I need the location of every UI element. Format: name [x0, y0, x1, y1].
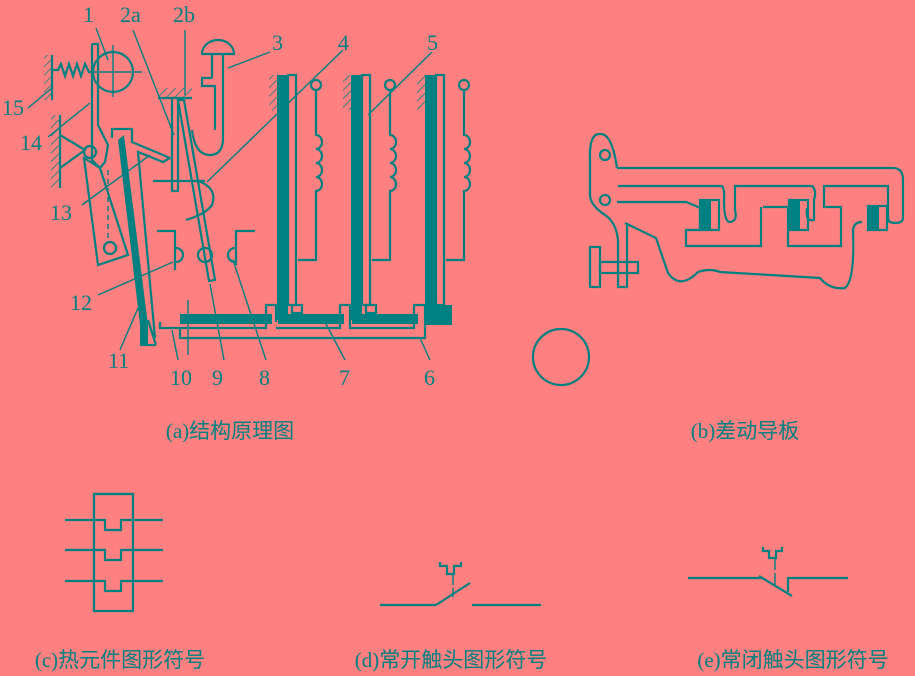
contact-2b [176, 98, 217, 283]
label-1: 1 [83, 2, 94, 27]
label-3: 3 [272, 30, 283, 55]
normally-open-contact-symbol [380, 562, 541, 607]
heating-element-symbol [65, 492, 163, 613]
heater-elements-5 [269, 73, 472, 325]
label-13: 13 [50, 200, 72, 225]
contact-8 [234, 229, 255, 265]
normally-closed-contact-symbol [688, 547, 848, 597]
label-5: 5 [427, 30, 438, 55]
label-9: 9 [212, 365, 223, 390]
leader-lines [27, 27, 433, 361]
label-2b: 2b [173, 2, 195, 27]
caption-a: (a)结构原理图 [166, 419, 294, 443]
label-8: 8 [259, 365, 270, 390]
reset-button-3 [190, 38, 236, 157]
round-part [531, 327, 591, 387]
adjusting-cam-4 [185, 179, 215, 222]
spring-15 [52, 60, 93, 80]
lever-14 [90, 42, 110, 170]
caption-e: (e)常闭触头图形符号 [697, 648, 888, 672]
caption-d: (d)常开触头图形符号 [355, 648, 548, 672]
bimetal-11 [118, 135, 148, 345]
label-15: 15 [2, 95, 24, 120]
label-12: 12 [70, 290, 92, 315]
contact-2a [170, 96, 180, 193]
label-14: 14 [20, 130, 42, 155]
differential-guide-plate [531, 132, 905, 387]
label-2a: 2a [120, 2, 141, 27]
caption-b: (b)差动导板 [691, 419, 800, 443]
caption-c: (c)热元件图形符号 [35, 648, 205, 672]
label-11: 11 [108, 348, 129, 373]
structure-diagram: 1 2a 2b 3 4 5 15 14 13 12 11 10 9 8 7 6 [2, 2, 472, 390]
label-10: 10 [170, 365, 192, 390]
contact-12 [157, 229, 177, 270]
label-6: 6 [424, 365, 435, 390]
frame-13 [82, 155, 130, 267]
guide-plates [158, 300, 427, 355]
label-4: 4 [338, 30, 349, 55]
label-7: 7 [339, 365, 350, 390]
